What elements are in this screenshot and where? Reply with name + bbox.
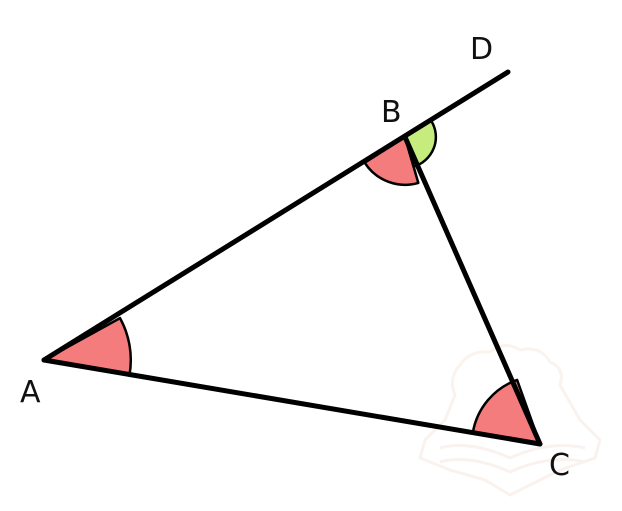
vertex-label-c: C: [549, 448, 570, 483]
watermark-book: [439, 444, 586, 460]
edge-ab-extended-to-d: [41, 69, 511, 363]
vertex-label-b: B: [381, 95, 402, 130]
watermark-crest: [418, 344, 602, 497]
watermark-logo: [418, 344, 602, 497]
vertex-label-d: D: [470, 32, 493, 67]
interior-angle-b: [363, 135, 420, 186]
edge-bc: [402, 134, 543, 447]
watermark-book-lower: [439, 458, 586, 474]
edge-ca: [41, 357, 543, 447]
vertex-label-a: A: [20, 375, 41, 410]
